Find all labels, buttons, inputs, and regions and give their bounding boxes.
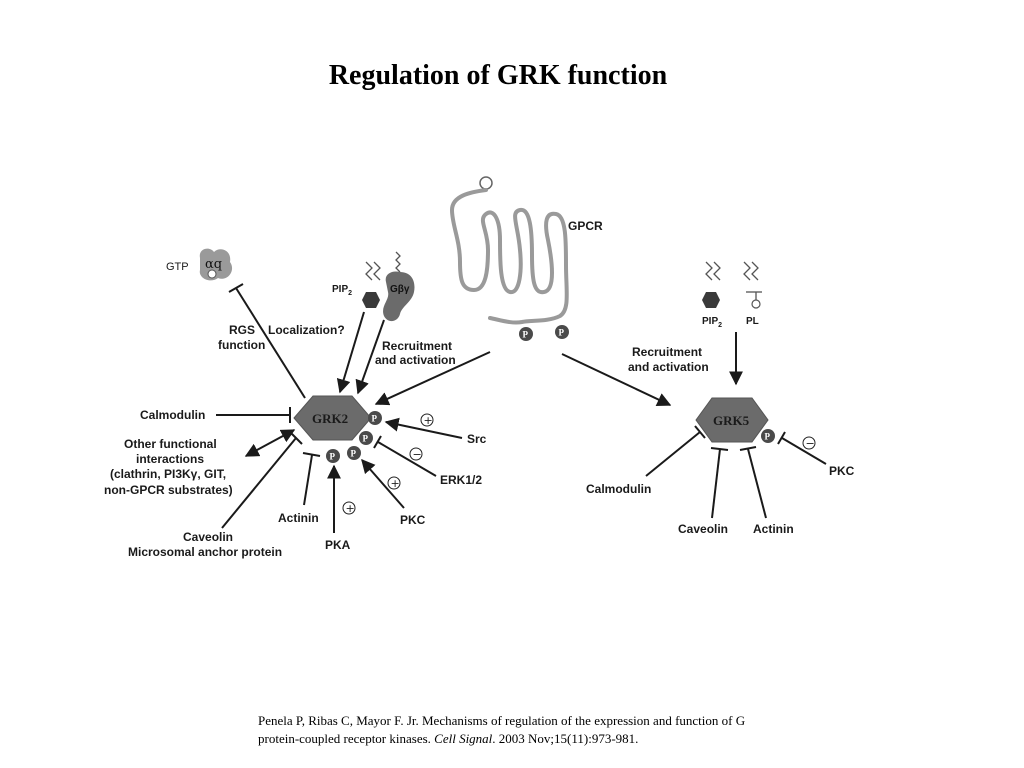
grk5-calmodulin-bar [694, 425, 706, 439]
pka-label: PKA [325, 538, 351, 552]
gpcr-membrane-loops [449, 188, 569, 325]
grk2-caveolin-line [221, 437, 297, 529]
svg-text:+: + [424, 414, 433, 427]
erk-label: ERK1/2 [440, 473, 482, 487]
grk5-pkc-bar [777, 431, 786, 445]
grk5-caveolin-bar [710, 447, 729, 451]
gpcr-to-grk2-arrow [374, 351, 491, 406]
localization-label: Localization? [268, 323, 345, 337]
gpcr-label: GPCR [568, 219, 603, 233]
grk5-pkc-label: PKC [829, 464, 855, 478]
svg-text:P: P [351, 449, 357, 459]
pl-label: PL [746, 316, 759, 327]
svg-text:P: P [363, 434, 369, 444]
grk5-caveolin-line [711, 448, 721, 519]
pip2-label-grk5: PIP2 [702, 316, 722, 329]
src-arrow [384, 417, 463, 439]
grk2-caveolin-label-2: Microsomal anchor protein [128, 545, 282, 559]
grk5-pkc-line [781, 437, 827, 465]
gtp-label: GTP [166, 261, 189, 273]
grk2-hexagon: GRK2 [293, 395, 372, 441]
rgs-label-2: function [218, 338, 265, 352]
other-interactions-arrow [244, 429, 296, 457]
other-interactions-2: interactions [136, 452, 204, 466]
grk5-pkc-sign: − [802, 436, 816, 450]
grk2-phosphate-pka: P [326, 449, 340, 463]
pip2-lipid-grk5 [702, 261, 721, 308]
gbg-label: Gβγ [390, 284, 410, 295]
grk2-caveolin-label-1: Caveolin [183, 530, 233, 544]
svg-text:−: − [413, 448, 422, 461]
svg-text:+: + [346, 502, 355, 515]
pka-sign: + [342, 501, 356, 515]
grk2-calmodulin-label: Calmodulin [140, 408, 205, 422]
pip2-label-grk2: PIP2 [332, 284, 352, 297]
other-interactions-1: Other functional [124, 437, 217, 451]
grk2-actinin-line [303, 454, 313, 506]
svg-text:+: + [391, 477, 400, 490]
pip2-lipid-grk2 [362, 261, 381, 308]
grk2-recruit-label-2: and activation [375, 353, 456, 367]
other-interactions-3: (clathrin, PI3Kγ, GIT, [110, 467, 226, 481]
svg-text:P: P [523, 330, 529, 340]
other-interactions-4: non-GPCR substrates) [104, 483, 233, 497]
grk5-calmodulin-label: Calmodulin [586, 482, 651, 496]
page-title: Regulation of GRK function [328, 60, 668, 91]
grk5-actinin-line [747, 448, 767, 519]
grk5-phosphate-pkc: P [761, 429, 775, 443]
svg-text:P: P [559, 328, 565, 338]
citation-journal: Cell Signal [434, 731, 493, 746]
gbg-protein: Gβγ [383, 251, 415, 322]
citation: Penela P, Ribas C, Mayor F. Jr. Mechanis… [258, 712, 778, 748]
gpcr-phosphate-1: P [519, 327, 533, 341]
grk5-recruit-label-1: Recruitment [632, 345, 702, 359]
pip2-arrow-grk2 [336, 311, 365, 394]
grk5-calmodulin-line [645, 431, 701, 477]
alpha-q-label: αq [205, 257, 222, 272]
erk-sign: − [409, 447, 423, 461]
grk5-hexagon: GRK5 [695, 397, 769, 443]
grk2-caveolin-bar [289, 431, 303, 445]
gpcr-to-grk5-arrow [561, 353, 672, 406]
grk2-phosphate-erk: P [359, 431, 373, 445]
grk2-actinin-bar [302, 452, 321, 457]
svg-text:−: − [806, 437, 815, 450]
gpcr-ligand [479, 176, 493, 190]
erk-arrow-line [377, 441, 437, 477]
svg-text:P: P [330, 452, 336, 462]
grk5-actinin-label: Actinin [753, 522, 794, 536]
grk2-phosphate-src: P [368, 411, 382, 425]
grk2-pkc-label: PKC [400, 513, 426, 527]
rgs-inhibition-line [235, 287, 306, 399]
galpha-q-protein: αq [199, 248, 233, 281]
gpcr-receptor: GPCR P P [449, 176, 603, 341]
gpcr-phosphate-2: P [555, 325, 569, 339]
src-label: Src [467, 432, 487, 446]
citation-text-1: Penela P, Ribas C, Mayor F. Jr. Mechanis… [258, 713, 746, 746]
svg-text:P: P [765, 432, 771, 442]
erk-arrow-bar [373, 435, 382, 449]
citation-text-2: . 2003 Nov;15(11):973-981. [492, 731, 639, 746]
grk2-phosphate-pkc: P [347, 446, 361, 460]
grk5-recruit-label-2: and activation [628, 360, 709, 374]
grk2-recruit-label-1: Recruitment [382, 339, 452, 353]
rgs-label-1: RGS [229, 323, 255, 337]
grk5-actinin-bar [739, 446, 757, 451]
grk5-caveolin-label: Caveolin [678, 522, 728, 536]
grk5-label: GRK5 [713, 413, 750, 428]
grk2-pkc-sign: + [387, 476, 401, 490]
src-sign: + [420, 413, 434, 427]
svg-text:P: P [372, 414, 378, 424]
rgs-inhibition-bar [228, 283, 244, 293]
grk2-pkc-arrow [361, 458, 405, 509]
pl-lipid [743, 261, 762, 309]
gbg-arrow-grk2 [355, 319, 385, 395]
grk2-actinin-label: Actinin [278, 511, 319, 525]
grk2-label: GRK2 [312, 411, 348, 426]
